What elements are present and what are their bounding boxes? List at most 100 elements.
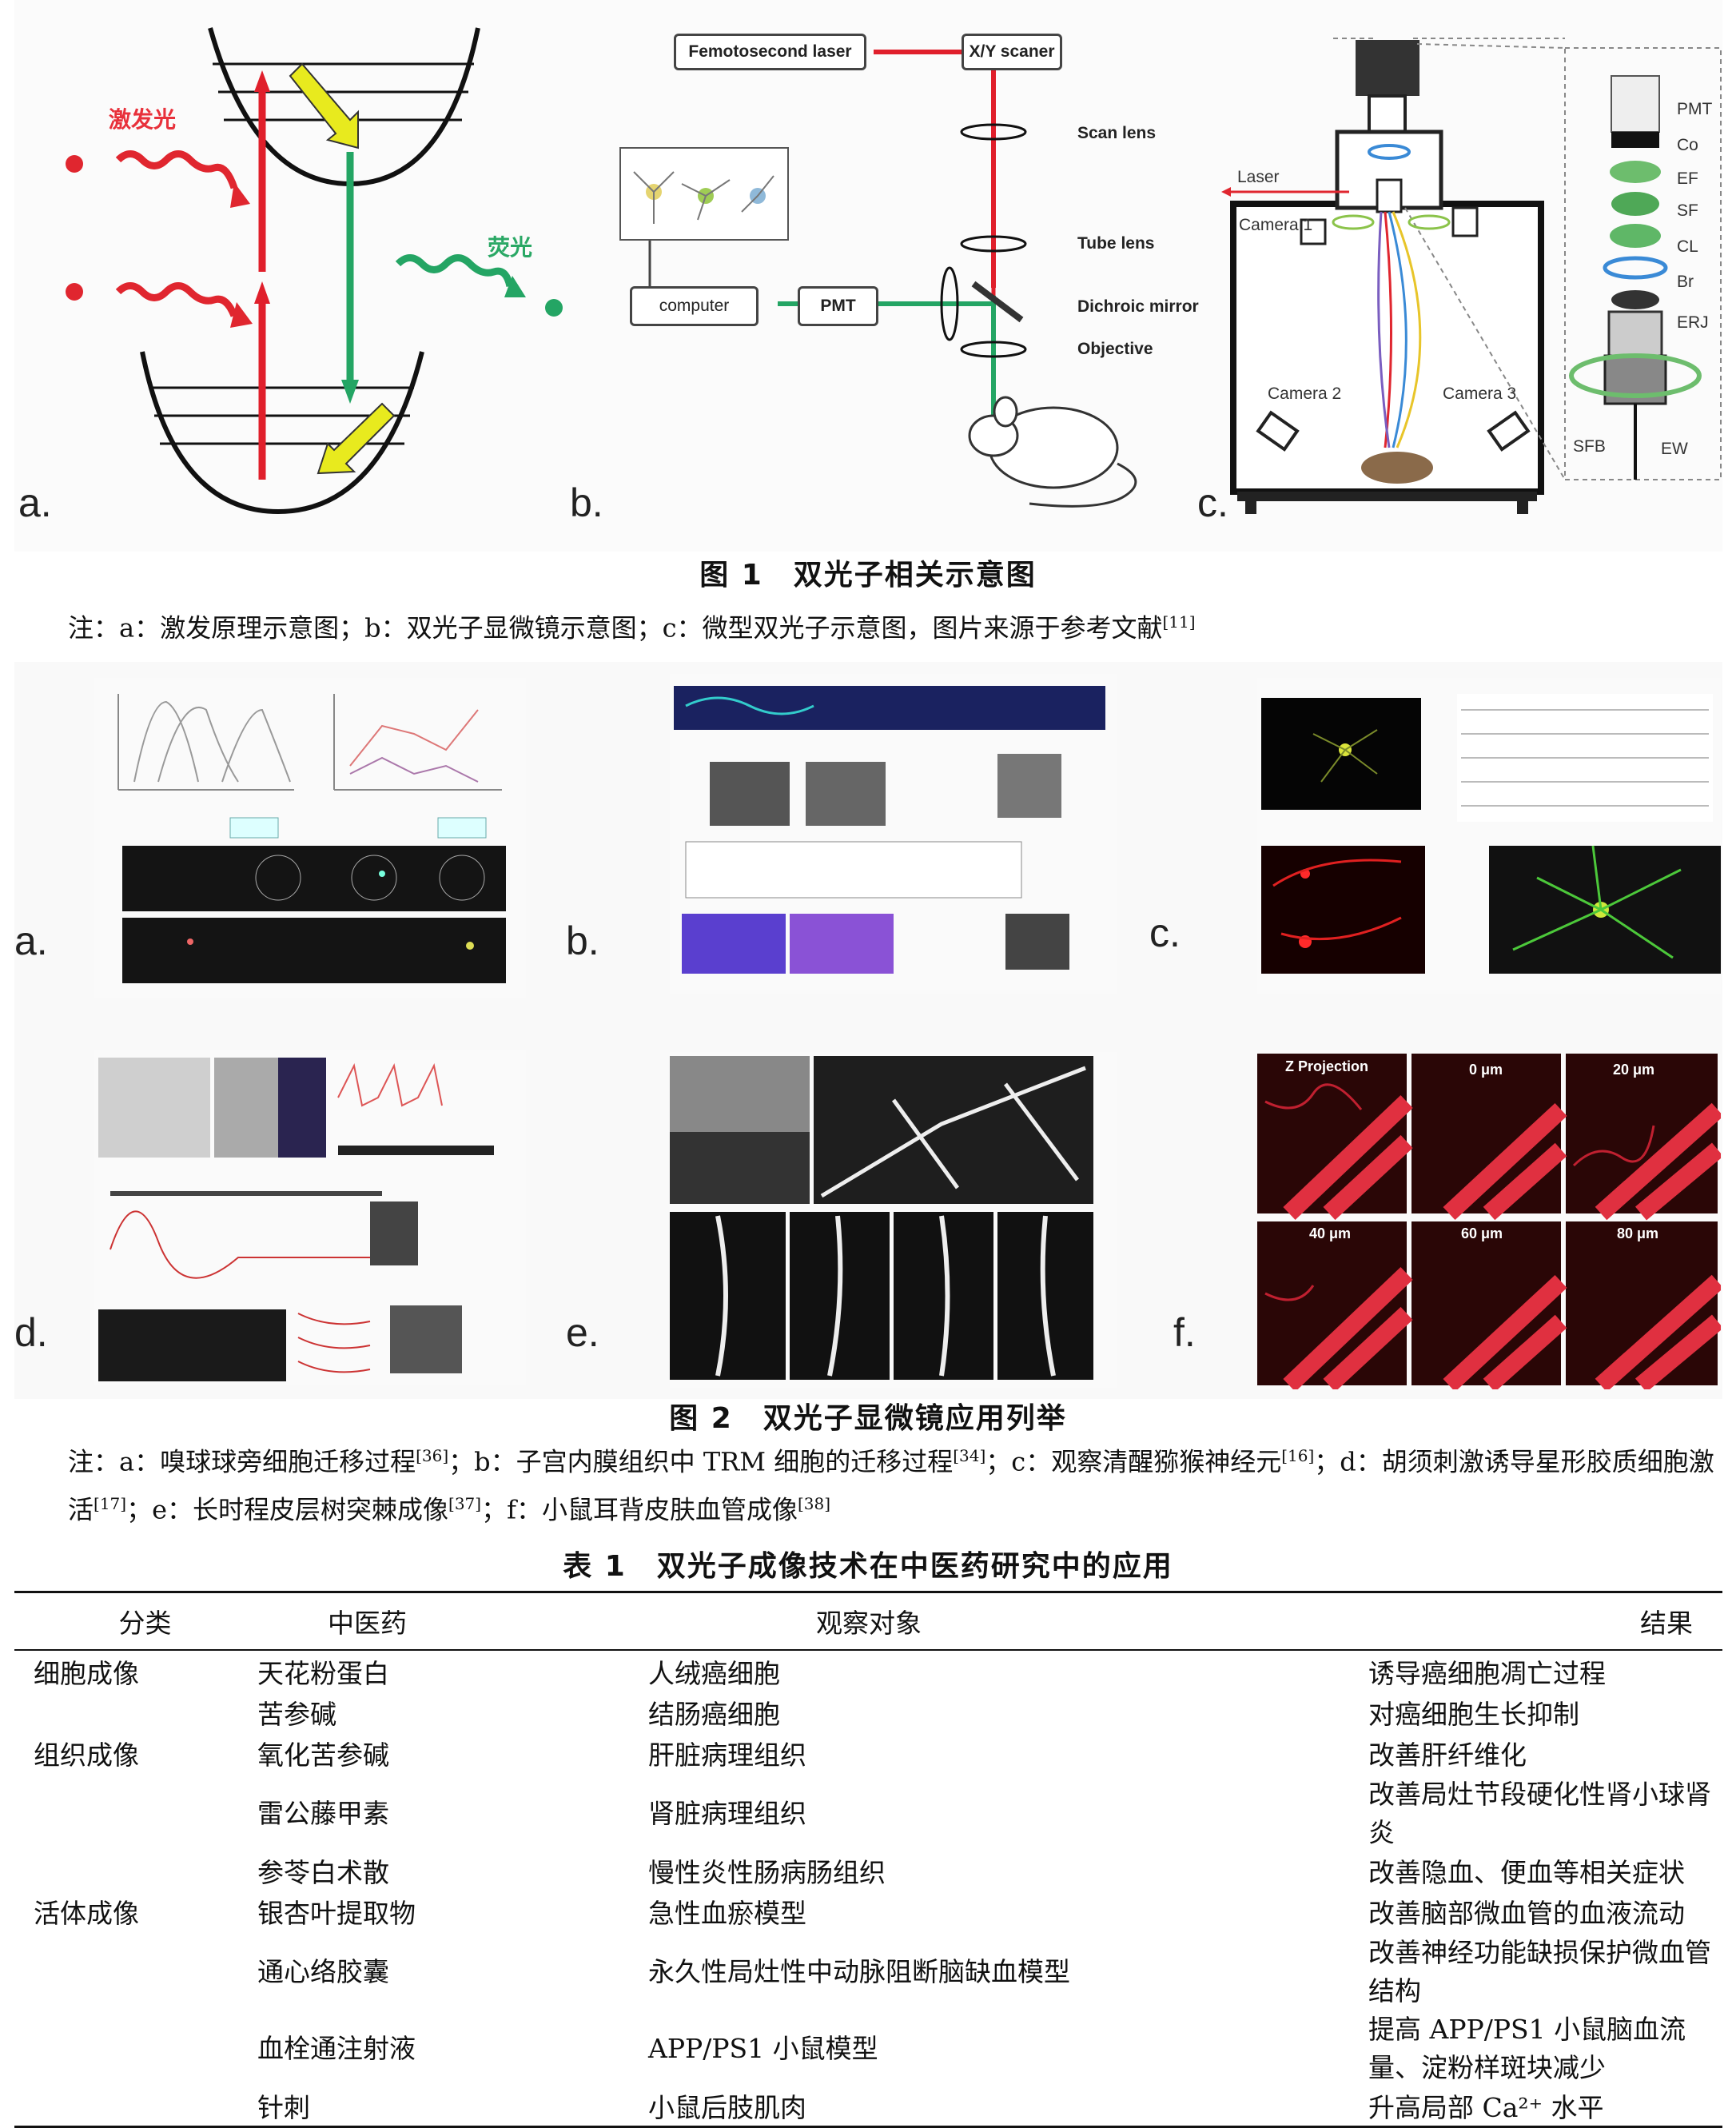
cell-object: 人绒癌细胞 (648, 1657, 780, 1689)
comp-ef-label: EF (1677, 169, 1698, 188)
cell-category (14, 1692, 257, 1732)
table-row: 血栓通注射液 APP/PS1 小鼠模型 提高 APP/PS1 小鼠脑血流量、淀粉… (14, 2008, 1722, 2085)
fig2-panel-label-b: b. (566, 919, 599, 963)
cell-tcm: 银杏叶提取物 (257, 1897, 416, 1929)
fig2-panel-label-f: f. (1173, 1310, 1196, 1355)
cell-category (14, 2008, 257, 2085)
cell-result: 提高 APP/PS1 小鼠脑血流量、淀粉样斑块减少 (1368, 2014, 1686, 2083)
cell-category (14, 1773, 257, 1850)
figure1-panel-a-diagram (66, 27, 563, 515)
cell-object: 永久性局灶性中动脉阻断脑缺血模型 (648, 1956, 1070, 1987)
figure1-note-text: 注：a：激发原理示意图；b：双光子显微镜示意图；c：微型双光子示意图，图片来源于… (68, 612, 1163, 644)
fig1-panel-label-b: b. (570, 480, 603, 525)
cell-category: 活体成像 (34, 1897, 139, 1929)
tile-20um: 20 μm (1613, 1062, 1655, 1078)
cell-result: 改善神经功能缺损保护微血管结构 (1368, 1937, 1711, 2006)
cell-object: 肾脏病理组织 (648, 1798, 806, 1829)
figure2-note-ref-d: [17] (94, 1493, 127, 1513)
table-row: 苦参碱 结肠癌细胞 对癌细胞生长抑制 (14, 1692, 1722, 1732)
comp-pmt-label: PMT (1677, 100, 1713, 118)
objective-label: Objective (1077, 340, 1153, 358)
figure2-note-part-e: ；e：长时程皮层树突棘成像 (126, 1494, 449, 1525)
fig2-panel-c-image (1257, 678, 1721, 994)
figure2-note-part-c: ；c：观察清醒猕猴神经元 (985, 1446, 1282, 1477)
scan-lens-label: Scan lens (1077, 124, 1157, 142)
figure2-note-ref-c: [16] (1281, 1446, 1315, 1465)
cell-result: 诱导癌细胞凋亡过程 (1368, 1657, 1606, 1689)
computer-box: computer (630, 286, 759, 326)
excitation-label: 激发光 (109, 106, 177, 133)
cell-object: APP/PS1 小鼠模型 (648, 2033, 878, 2064)
cell-object: 急性血瘀模型 (648, 1897, 806, 1929)
comp-cl-label: CL (1677, 237, 1698, 256)
header-object: 观察对象 (648, 1591, 1368, 1651)
cell-object: 慢性炎性肠病肠组织 (648, 1856, 886, 1888)
fig2-panel-label-c: c. (1149, 911, 1181, 955)
table-row: 组织成像 氧化苦参碱 肝脏病理组织 改善肝纤维化 (14, 1732, 1722, 1773)
table-row: 参苓白术散 慢性炎性肠病肠组织 改善隐血、便血等相关症状 (14, 1850, 1722, 1891)
tile-60um: 60 μm (1461, 1225, 1503, 1241)
cell-object: 肝脏病理组织 (648, 1739, 806, 1771)
cell-result: 升高局部 Ca²⁺ 水平 (1368, 2085, 1722, 2128)
cell-category: 细胞成像 (34, 1657, 139, 1689)
figure2-note: 注：a：嗅球球旁细胞迁移过程[36]；b：子宫内膜组织中 TRM 细胞的迁移过程… (68, 1435, 1722, 1530)
fig1-panel-label-c: c. (1197, 480, 1228, 525)
cell-category (14, 1931, 257, 2008)
figure2: a. b. c. (14, 662, 1722, 1399)
tube-lens-label: Tube lens (1077, 234, 1155, 253)
tile-0um: 0 μm (1469, 1062, 1503, 1078)
femtosecond-laser-box: Femotosecond laser (674, 34, 866, 70)
cell-object: 小鼠后肢肌肉 (648, 2085, 1368, 2128)
figure2-note-part-a: 注：a：嗅球球旁细胞迁移过程 (68, 1446, 416, 1477)
camera3-label: Camera 3 (1443, 385, 1517, 403)
dichroic-mirror-label: Dichroic mirror (1077, 297, 1199, 316)
fig2-panel-a-image (94, 678, 526, 998)
tile-z-projection: Z Projection (1285, 1058, 1369, 1074)
table1: 分类 中医药 观察对象 结果 细胞成像 天花粉蛋白 人绒癌细胞 诱导癌细胞凋亡过… (14, 1591, 1722, 2128)
comp-erj-label: ERJ (1677, 313, 1709, 332)
cell-tcm: 针刺 (257, 2085, 648, 2128)
table-row: 活体成像 银杏叶提取物 急性血瘀模型 改善脑部微血管的血液流动 (14, 1891, 1722, 1931)
camera2-label: Camera 2 (1268, 385, 1342, 403)
fig2-panel-label-e: e. (566, 1310, 599, 1355)
cell-category (14, 1850, 257, 1891)
table-row: 细胞成像 天花粉蛋白 人绒癌细胞 诱导癌细胞凋亡过程 (14, 1650, 1722, 1692)
figure1: 激发光 荧光 a. Femotosecond laser X/Y scaner … (14, 0, 1722, 552)
fig2-panel-d-image (94, 1050, 526, 1385)
figure2-note-ref-b: [34] (953, 1446, 986, 1465)
cell-category (14, 2085, 257, 2128)
cell-object: 结肠癌细胞 (648, 1698, 780, 1730)
cell-tcm: 参苓白术散 (257, 1856, 389, 1888)
tile-40um: 40 μm (1309, 1225, 1352, 1241)
xy-scanner-box: X/Y scaner (962, 34, 1062, 70)
fig2-panel-b-image (670, 674, 1117, 994)
cell-tcm: 通心络胶囊 (257, 1956, 389, 1987)
figure2-note-part-d: ；d：胡须刺激诱导星形胶质细胞激活 (68, 1446, 1714, 1525)
cell-result: 改善脑部微血管的血液流动 (1368, 1897, 1685, 1929)
figure1-caption: 图 1 双光子相关示意图 (699, 559, 1037, 592)
figure2-note-part-f: ；f：小鼠耳背皮肤血管成像 (481, 1494, 798, 1525)
table1-title: 表 1 双光子成像技术在中医药研究中的应用 (563, 1550, 1173, 1583)
fig2-panel-label-d: d. (14, 1310, 48, 1355)
table-header-row: 分类 中医药 观察对象 结果 (14, 1591, 1722, 1651)
figure1-note-ref: [11] (1162, 612, 1196, 632)
figure1-panel-b-diagram (619, 50, 1137, 508)
cell-result: 对癌细胞生长抑制 (1368, 1698, 1579, 1730)
pmt-box: PMT (798, 286, 878, 326)
table-row: 通心络胶囊 永久性局灶性中动脉阻断脑缺血模型 改善神经功能缺损保护微血管结构 (14, 1931, 1722, 2008)
header-tcm: 中医药 (257, 1591, 648, 1651)
figure1-panel-c-diagram (1221, 38, 1722, 514)
comp-ew-label: EW (1661, 440, 1688, 458)
cell-result: 改善局灶节段硬化性肾小球肾炎 (1368, 1779, 1711, 1848)
comp-co-label: Co (1677, 136, 1698, 154)
comp-sfb-label: SFB (1573, 437, 1606, 456)
comp-sf-label: SF (1677, 201, 1698, 220)
fig2-panel-e-image (670, 1052, 1117, 1388)
cell-tcm: 血栓通注射液 (257, 2033, 416, 2064)
figure2-note-part-b: ；b：子宫内膜组织中 TRM 细胞的迁移过程 (448, 1446, 954, 1477)
header-category: 分类 (14, 1591, 257, 1651)
figure2-caption: 图 2 双光子显微镜应用列举 (669, 1402, 1067, 1435)
laser-label: Laser (1237, 168, 1280, 186)
fig2-panel-f-image (1257, 1054, 1721, 1389)
fluorescence-label: 荧光 (488, 234, 533, 261)
